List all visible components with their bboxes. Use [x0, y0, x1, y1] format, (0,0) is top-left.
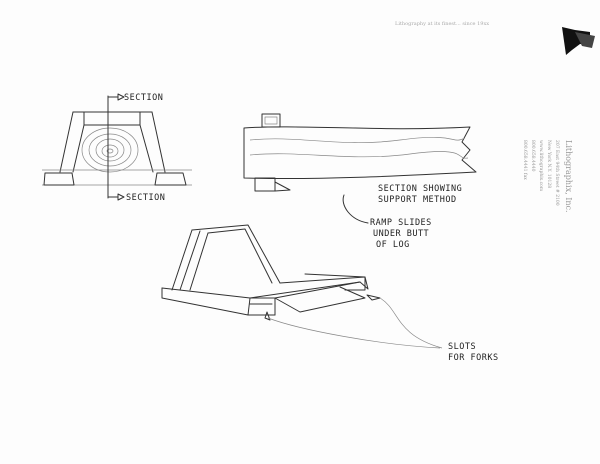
section-label-bottom: SECTION — [126, 193, 165, 203]
ramp-note-line3: OF LOG — [376, 240, 410, 250]
ramp-note-line2: UNDER BUTT — [373, 229, 429, 239]
letterhead: Lithographix, Inc. 207 East 94th Street … — [522, 140, 573, 213]
fax-line: 800.658.4441 fax — [522, 140, 528, 180]
header-faint-text: Lithography at its finest... since 19xx — [395, 21, 489, 27]
company-name: Lithographix, Inc. — [564, 140, 573, 213]
city-line: New York N.Y. 10128 — [546, 140, 552, 188]
side-view-sketch: SECTION SHOWING SUPPORT METHOD RAMP SLID… — [243, 113, 477, 250]
front-view-sketch: SECTION SECTION — [42, 93, 192, 203]
side-caption-line1: SECTION SHOWING — [378, 184, 462, 194]
web-line: www.lithographix.com — [538, 140, 544, 192]
side-caption-line2: SUPPORT METHOD — [378, 195, 457, 205]
ramp-note-line1: RAMP SLIDES — [370, 218, 432, 228]
section-label-top: SECTION — [124, 93, 163, 103]
slots-note-line1: SLOTS — [448, 342, 476, 352]
lithographix-logo — [562, 27, 595, 55]
slots-note-line2: FOR FORKS — [448, 353, 499, 363]
phone-line: 800.658.4440 — [530, 140, 536, 172]
address-line: 207 East 94th Street # 2100 — [554, 140, 560, 206]
isometric-view-sketch: SLOTS FOR FORKS — [161, 224, 499, 363]
